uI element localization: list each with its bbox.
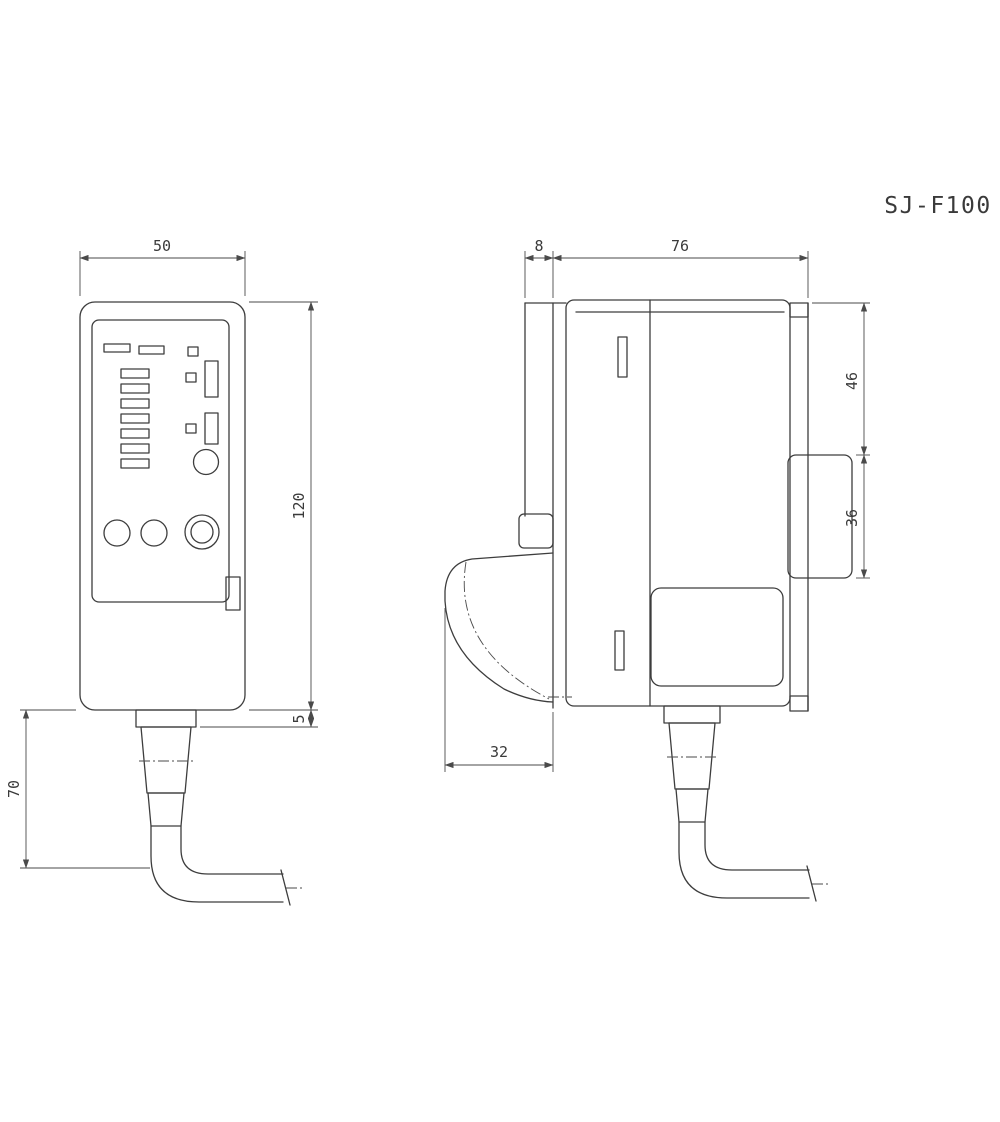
led-segment: [120, 458, 150, 469]
connector-taper: [668, 722, 716, 790]
nozzle-centerline-arc: [463, 561, 550, 700]
front-panel-indicators: [103, 343, 220, 476]
status-led: [185, 372, 197, 383]
cable-inner-edge: [180, 825, 284, 875]
side-dimensions: 8 76 46 36 32: [444, 237, 870, 772]
cable-outer-edge: [150, 825, 284, 903]
control-panel-outline: [91, 319, 230, 603]
cable-boot: [675, 788, 709, 823]
dim-label-front: 8: [534, 237, 543, 255]
dim-label-nozzle: 32: [490, 743, 508, 761]
dim-label-height: 120: [290, 492, 308, 519]
connector-collar: [135, 709, 197, 728]
indicator-slot: [204, 412, 219, 445]
housing-outline: [565, 299, 791, 707]
side-cable-assembly: [663, 705, 830, 902]
cable-inner-edge: [704, 821, 810, 871]
status-led: [187, 346, 199, 357]
adjust-knob-inner: [190, 520, 214, 544]
cable-break-line: [806, 865, 817, 902]
dim-label-depth: 76: [671, 237, 689, 255]
round-button: [140, 519, 168, 547]
dim-label-upper: 46: [843, 372, 861, 390]
front-dimensions: 50 120 5 70: [5, 237, 318, 869]
side-mounting-bracket: [787, 302, 853, 712]
front-device-body: [79, 301, 246, 711]
led-segment: [120, 443, 150, 454]
cable-outer-edge: [678, 821, 810, 899]
rail-mount-block: [787, 454, 853, 579]
round-button: [192, 448, 220, 476]
connector-taper: [140, 726, 192, 794]
panel-side-tab: [225, 576, 241, 611]
vent-slot: [617, 336, 628, 378]
cable-boot: [147, 792, 185, 827]
side-device-body: [518, 299, 791, 709]
led-segment: [120, 368, 150, 379]
vent-slot: [614, 630, 625, 671]
rear-opening: [650, 587, 784, 687]
dim-label-bracket: 36: [843, 509, 861, 527]
front-panel-buttons: [103, 514, 220, 550]
led-segment: [120, 398, 150, 409]
bracket-top-lug: [789, 302, 809, 318]
led-segment: [120, 383, 150, 394]
dim-label-width: 50: [153, 237, 171, 255]
bracket-bottom-lug: [789, 695, 809, 712]
status-led: [185, 423, 197, 434]
front-view: 50 120 5 70: [5, 237, 318, 906]
nozzle-outline: [444, 552, 554, 703]
cable-break-line: [280, 869, 291, 906]
dim-label-cable: 70: [5, 780, 23, 798]
indicator-window: [138, 345, 165, 355]
indicator-window: [103, 343, 131, 353]
latch-tab: [518, 513, 554, 549]
round-button: [103, 519, 131, 547]
dim-label-offset: 5: [290, 714, 308, 723]
drawing-title: SJ-F100: [884, 193, 991, 219]
indicator-slot: [204, 360, 219, 398]
adjust-knob-outer: [184, 514, 220, 550]
connector-collar: [663, 705, 721, 724]
side-nozzle: [444, 552, 572, 703]
led-segment: [120, 413, 150, 424]
side-view: 8 76 46 36 32: [444, 237, 870, 902]
front-cable-assembly: [135, 709, 304, 906]
device-housing-outline: [79, 301, 246, 711]
led-segment: [120, 428, 150, 439]
